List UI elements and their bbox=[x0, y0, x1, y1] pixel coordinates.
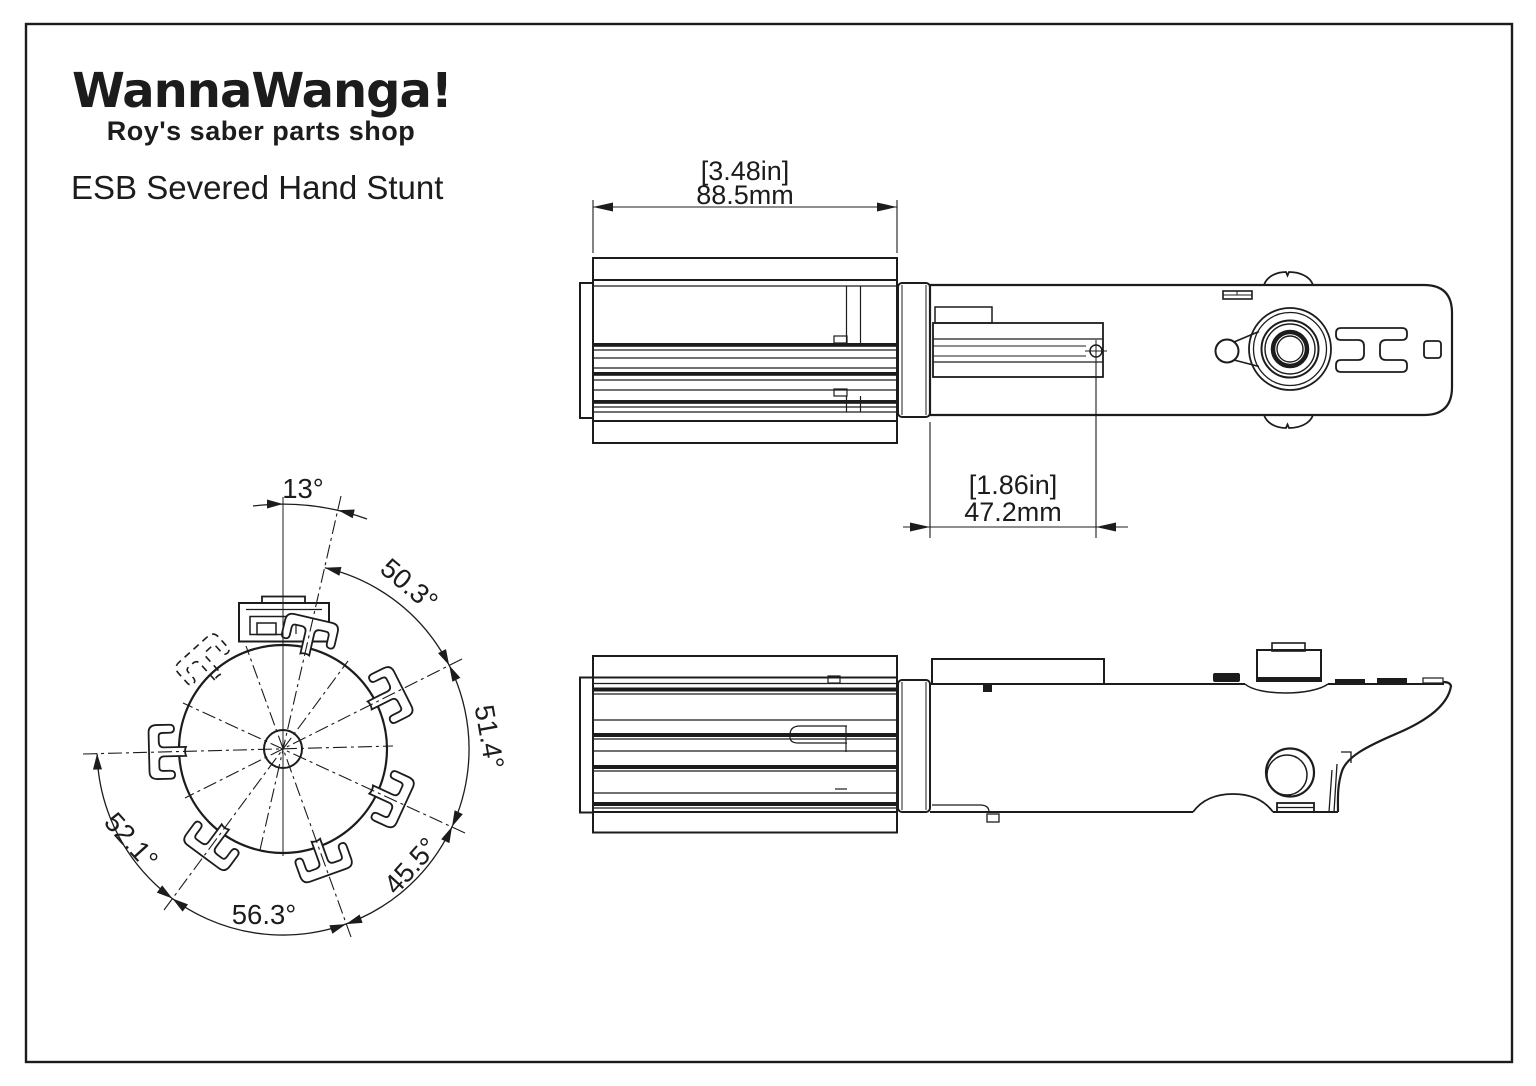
clamp-grooves-side bbox=[594, 675, 896, 809]
logo-tagline: Roy's saber parts shop bbox=[107, 116, 416, 146]
dim-clamp-length: [3.48in] 88.5mm bbox=[592, 156, 898, 253]
angle-seg4-label: 56.3° bbox=[232, 899, 297, 930]
clamp-dark-bands-side bbox=[594, 687, 896, 806]
h-cutout bbox=[1335, 327, 1408, 373]
glass-eye bbox=[1264, 747, 1316, 798]
fin-angle-arrows bbox=[93, 567, 463, 934]
page-title: ESB Severed Hand Stunt bbox=[71, 169, 443, 206]
dim-exposed-inches: [1.86in] bbox=[969, 470, 1058, 500]
angle-seg3-label: 45.5° bbox=[378, 831, 444, 900]
angle-seg5-label: 52.1° bbox=[98, 806, 164, 875]
inner-tube bbox=[932, 322, 1104, 378]
fin-angle-arc bbox=[96, 567, 470, 936]
dim-exposed-mm: 47.2mm bbox=[964, 497, 1062, 527]
dim-clamp-inches: [3.48in] bbox=[701, 156, 790, 186]
end-cap-side bbox=[579, 676, 594, 814]
side-view bbox=[579, 642, 1453, 834]
header: WannaWanga! Roy's saber parts shop ESB S… bbox=[71, 63, 453, 206]
adjustment-knob bbox=[1244, 642, 1329, 694]
dim-exposed-length: [1.86in] 47.2mm bbox=[903, 362, 1128, 538]
end-view: 13° 50.3° 51.4° 45.5° 56.3° 52.1° bbox=[82, 473, 511, 938]
top-view bbox=[579, 257, 1454, 444]
dim-clamp-mm: 88.5mm bbox=[696, 180, 794, 210]
latch-widget bbox=[1213, 673, 1240, 682]
offset-angle-arc bbox=[252, 503, 368, 520]
clamp-lever-pin bbox=[1214, 338, 1240, 364]
sheet-border bbox=[24, 22, 1514, 1064]
clamp-grooves bbox=[594, 285, 896, 413]
angle-seg1-label: 50.3° bbox=[375, 552, 444, 617]
raised-block bbox=[931, 658, 1105, 685]
clamp-wheel bbox=[1214, 307, 1332, 391]
angle-seg2-label: 51.4° bbox=[469, 702, 511, 771]
clamp-dark-bands bbox=[594, 343, 896, 404]
hand-body-outline bbox=[928, 283, 1454, 417]
angle-offset-label: 13° bbox=[282, 473, 324, 504]
center-bore bbox=[263, 729, 303, 769]
end-cap bbox=[579, 282, 594, 419]
logo-text: WannaWanga! bbox=[72, 63, 452, 119]
edge-slash-1 bbox=[1335, 679, 1365, 684]
edge-slash-2 bbox=[1377, 678, 1407, 683]
radial-centerlines bbox=[82, 495, 466, 938]
square-port bbox=[1423, 340, 1442, 359]
severed-swoop-edge bbox=[1336, 680, 1453, 813]
